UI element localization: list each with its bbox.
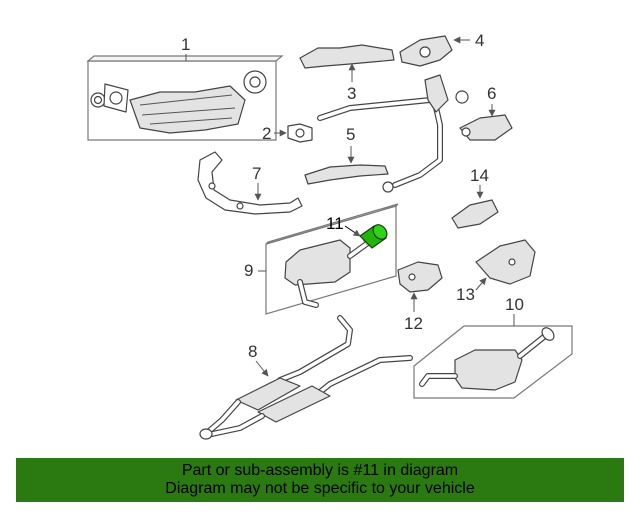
callout-14: 14: [470, 166, 489, 185]
callout-3: 3: [347, 84, 356, 103]
part-1-catalytic-converter[interactable]: [86, 55, 284, 141]
callout-9: 9: [244, 261, 253, 280]
part-3-heat-insulator[interactable]: [299, 44, 395, 69]
part-7-bracket[interactable]: [197, 151, 303, 215]
callout-6: 6: [487, 84, 496, 103]
info-line-part: Part or sub-assembly is #11 in diagram: [181, 462, 459, 479]
callout-11: 11: [326, 214, 344, 233]
part-6-heat-insulator[interactable]: [459, 114, 513, 141]
callout-12: 12: [404, 314, 423, 333]
callout-4: 4: [475, 31, 484, 50]
part-14-heat-insulator[interactable]: [451, 199, 499, 229]
info-banner: Part or sub-assembly is #11 in diagram D…: [16, 458, 624, 502]
exhaust-parts-diagram: 1 3 4 2 5 6: [86, 31, 573, 440]
callout-10: 10: [505, 295, 524, 314]
part-11-exhaust-tip[interactable]: [359, 222, 390, 249]
callout-1: 1: [181, 35, 190, 54]
part-8-center-pipe[interactable]: [199, 315, 413, 440]
callout-8: 8: [248, 342, 257, 361]
front-pipe-assembly: [317, 74, 469, 193]
part-10-rear-muffler[interactable]: [413, 325, 573, 399]
callout-5: 5: [346, 125, 355, 144]
part-13-heat-insulator[interactable]: [475, 239, 536, 285]
callout-13: 13: [456, 285, 475, 304]
callout-2: 2: [262, 124, 271, 143]
part-4-flange-manifold[interactable]: [399, 35, 453, 67]
part-2-gasket[interactable]: [287, 123, 313, 143]
callout-7: 7: [252, 164, 261, 183]
part-12-heat-insulator[interactable]: [397, 261, 443, 293]
part-5-heat-insulator[interactable]: [304, 164, 389, 185]
info-line-disclaimer: Diagram may not be specific to your vehi…: [165, 480, 475, 497]
